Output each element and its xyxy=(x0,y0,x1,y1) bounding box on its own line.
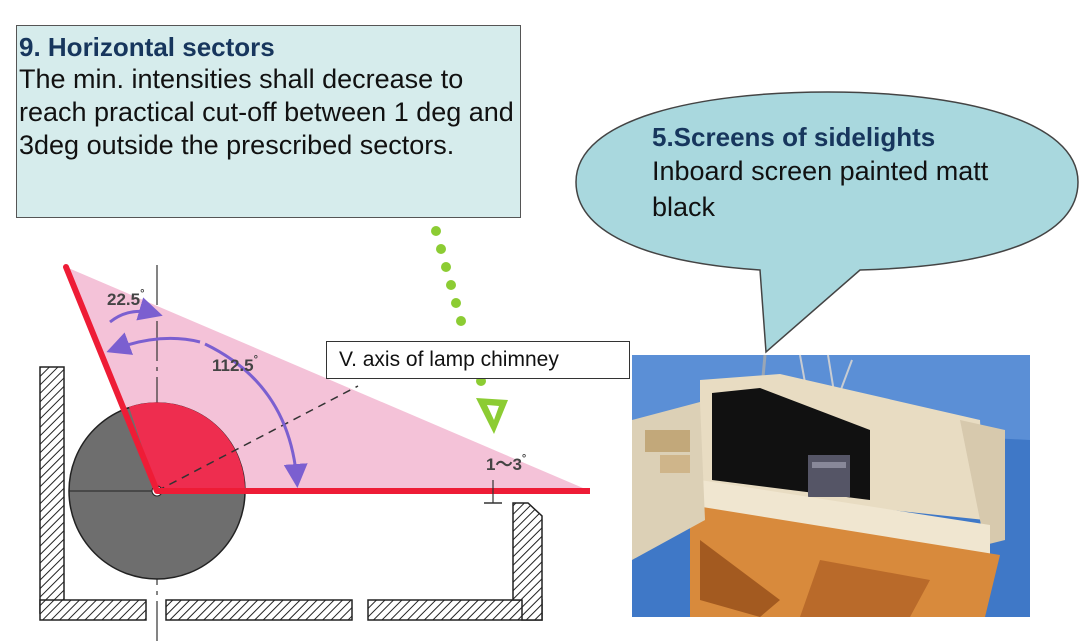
large-angle-arc xyxy=(204,342,308,488)
sector-bisector-line xyxy=(156,385,359,492)
sector-edge-aft xyxy=(63,264,160,494)
angle-label-small: 22.5° xyxy=(107,288,145,309)
pointer-dots xyxy=(431,226,486,386)
screens-callout-text: 5.Screens of sidelights Inboard screen p… xyxy=(652,121,1012,225)
screens-callout-title: 5.Screens of sidelights xyxy=(652,122,936,152)
screens-callout-body: Inboard screen painted matt black xyxy=(652,156,989,222)
pointer-arrowhead xyxy=(476,398,508,434)
sidelight-photo xyxy=(632,354,1030,617)
angle-label-large: 112.5° xyxy=(212,354,258,375)
lamp-axis-label: V. axis of lamp chimney xyxy=(326,341,630,379)
horizontal-sectors-text: The min. intensities shall decrease to r… xyxy=(19,64,514,160)
speech-bubble xyxy=(575,91,1079,354)
screen-walls xyxy=(39,366,543,621)
angle-label-cutoff: 1～3° xyxy=(486,453,526,474)
horizontal-sectors-callout: 9. Horizontal sectors The min. intensiti… xyxy=(16,25,521,218)
small-angle-arc xyxy=(109,297,163,324)
horizontal-sectors-title: 9. Horizontal sectors xyxy=(19,32,275,62)
